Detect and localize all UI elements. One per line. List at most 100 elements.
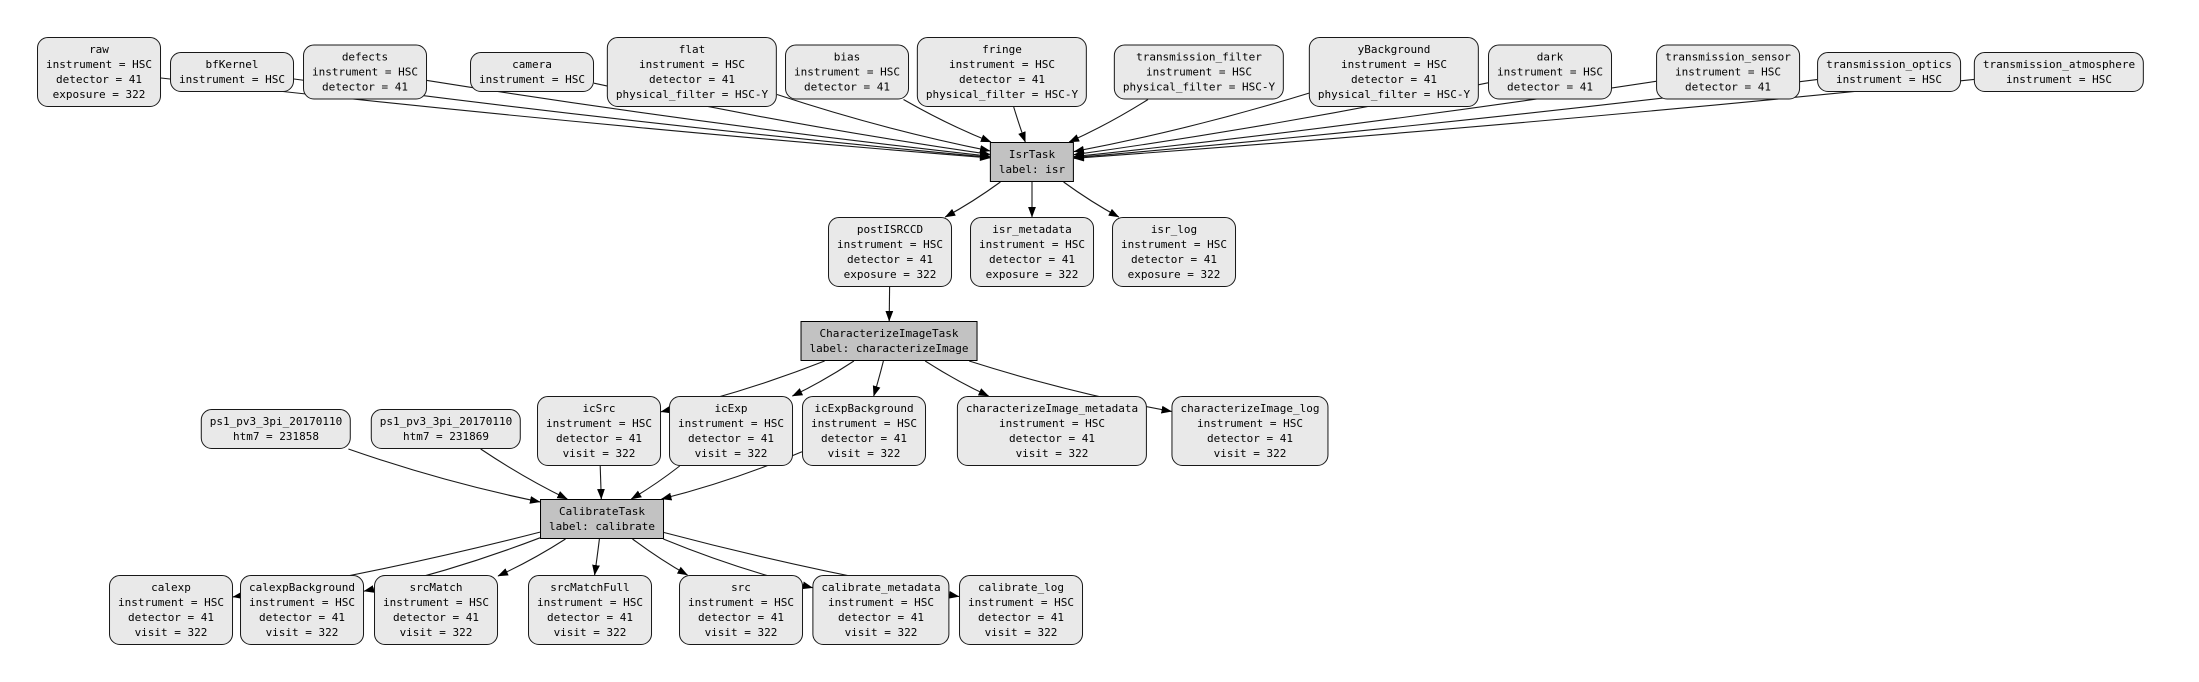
node-title: ps1_pv3_3pi_20170110 xyxy=(379,415,513,428)
edge-ps1_a-to-calibrate xyxy=(348,448,541,504)
node-title: flat xyxy=(678,43,706,56)
node-title: characterizeImage_metadata xyxy=(965,402,1139,415)
node-attribute: visit = 322 xyxy=(694,447,768,460)
node-title: isr_log xyxy=(1150,223,1198,236)
node-attribute: detector = 41 xyxy=(55,73,143,86)
node-title: yBackground xyxy=(1357,43,1431,56)
node-attribute: detector = 41 xyxy=(1506,80,1594,94)
node-attribute: detector = 41 xyxy=(321,80,409,94)
node-title: defects xyxy=(341,50,389,64)
node-title: srcMatch xyxy=(409,581,463,594)
edge-calibrate-to-src xyxy=(632,538,688,576)
node-attribute: detector = 41 xyxy=(837,611,925,624)
node-attribute: detector = 41 xyxy=(697,611,785,624)
edge-transmission_atmosphere-to-isr xyxy=(1073,78,1975,162)
node-attribute: detector = 41 xyxy=(127,611,215,624)
node-attribute: detector = 41 xyxy=(258,611,346,624)
node-attribute: detector = 41 xyxy=(1008,432,1096,445)
edge-yBackground-to-isr xyxy=(1073,92,1310,154)
node-attribute: visit = 322 xyxy=(553,626,627,639)
node-attribute: instrument = HSC xyxy=(794,65,900,79)
node-attribute: detector = 41 xyxy=(687,432,775,445)
edge-flat-to-isr xyxy=(776,93,991,153)
edge-characterizeImage-to-icExpBackground xyxy=(872,360,884,397)
dataset-node-transmission_atmosphere: transmission_atmosphere instrument = HSC xyxy=(1973,52,2145,92)
node-attribute: instrument = HSC xyxy=(639,58,745,71)
edge-characterizeImage-to-icExp xyxy=(791,360,855,397)
node-attribute: label: characterizeImage xyxy=(809,342,969,355)
node-attribute: instrument = HSC xyxy=(968,596,1074,609)
node-attribute: instrument = HSC xyxy=(2006,73,2112,86)
node-title: src xyxy=(731,581,751,594)
node-attribute: instrument = HSC xyxy=(949,58,1055,71)
node-attribute: instrument = HSC xyxy=(479,73,585,86)
edge-icSrc-to-calibrate xyxy=(597,465,605,500)
node-attribute: detector = 41 xyxy=(846,253,934,266)
node-attribute: instrument = HSC xyxy=(678,417,784,430)
node-attribute: exposure = 322 xyxy=(1127,268,1221,281)
edge-defects-to-isr xyxy=(426,79,991,160)
node-attribute: instrument = HSC xyxy=(546,417,652,430)
node-attribute: instrument = HSC xyxy=(999,417,1105,430)
node-attribute: instrument = HSC xyxy=(1341,58,1447,71)
node-attribute: label: isr xyxy=(998,163,1066,176)
node-title: icExpBackground xyxy=(814,402,914,415)
node-attribute: visit = 322 xyxy=(1213,447,1287,460)
node-attribute: instrument = HSC xyxy=(46,58,152,71)
node-title: transmission_sensor xyxy=(1665,50,1791,64)
edge-characterizeImage-to-characterizeImage_metadata xyxy=(924,360,990,397)
node-attribute: instrument = HSC xyxy=(837,238,943,251)
node-title: transmission_atmosphere xyxy=(1982,58,2136,71)
task-node-calibrate: CalibrateTask label: calibrate xyxy=(540,499,664,539)
edge-calibrate-to-srcMatch xyxy=(497,538,566,577)
node-attribute: instrument = HSC xyxy=(979,238,1085,251)
edge-isr-to-postISRCCD xyxy=(944,181,1001,218)
node-attribute: detector = 41 xyxy=(977,611,1065,624)
node-attribute: detector = 41 xyxy=(1206,432,1294,445)
dataset-node-isr_log: isr_log instrument = HSC detector = 41 expo… xyxy=(1112,217,1236,287)
node-attribute: instrument = HSC xyxy=(1146,65,1252,79)
node-attribute: visit = 322 xyxy=(1015,447,1089,460)
node-title: dark xyxy=(1536,50,1564,64)
node-attribute: detector = 41 xyxy=(1684,80,1772,94)
node-attribute: instrument = HSC xyxy=(1675,65,1781,79)
node-attribute: detector = 41 xyxy=(958,73,1046,86)
node-attribute: instrument = HSC xyxy=(811,417,917,430)
node-title: calibrate_metadata xyxy=(821,581,941,594)
node-title: bias xyxy=(833,50,861,64)
node-title: CalibrateTask xyxy=(558,505,646,518)
node-attribute: physical_filter = HSC-Y xyxy=(615,88,769,101)
node-attribute: instrument = HSC xyxy=(688,596,794,609)
node-attribute: visit = 322 xyxy=(134,626,208,639)
node-attribute: physical_filter = HSC-Y xyxy=(925,88,1079,101)
edge-icExp-to-calibrate xyxy=(630,465,681,500)
node-attribute: visit = 322 xyxy=(844,626,918,639)
node-attribute: instrument = HSC xyxy=(1121,238,1227,251)
node-attribute: label: calibrate xyxy=(549,520,655,533)
edge-fringe-to-isr xyxy=(1013,106,1026,143)
node-title: ps1_pv3_3pi_20170110 xyxy=(209,415,343,428)
node-attribute: instrument = HSC xyxy=(249,596,355,609)
node-attribute: detector = 41 xyxy=(1130,253,1218,266)
node-title: bfKernel xyxy=(205,58,259,71)
node-title: characterizeImage_log xyxy=(1180,402,1320,415)
